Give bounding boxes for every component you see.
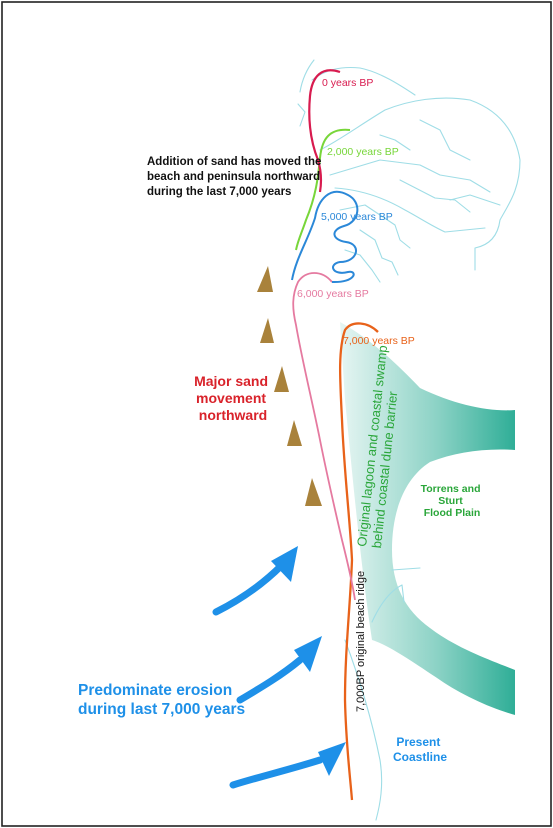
coastline-outline (297, 59, 521, 821)
erosion-arrow-icon (229, 742, 346, 789)
label-0bp: 0 years BP (322, 77, 373, 89)
sand-mound-icon (287, 420, 302, 446)
shoreline-7000bp (338, 322, 379, 801)
sand-addition-line: during the last 7,000 years (147, 186, 291, 198)
sand-addition-line: beach and peninsula northward (147, 171, 320, 183)
erosion-arrow-icon (212, 546, 298, 616)
shoreline-6000bp (292, 272, 356, 601)
floodplain-line: Sturt (438, 495, 463, 507)
sand-addition-note: Addition of sand has moved the beach and… (147, 156, 325, 198)
erosion-line: Predominate erosion (78, 682, 232, 699)
floodplain-line: Torrens and (421, 483, 481, 495)
major-sand-line: Major sand (194, 373, 268, 389)
sand-mound-icon (257, 266, 273, 292)
shoreline-2000bp (295, 128, 351, 251)
major-sand-line: movement (196, 390, 266, 406)
major-sand-line: northward (199, 407, 267, 423)
erosion-note: Predominate erosion during last 7,000 ye… (78, 682, 245, 718)
label-7000bp: 7,000 years BP (343, 335, 415, 347)
present-coastline-line: Coastline (393, 750, 447, 764)
flood-plain-area (340, 322, 515, 715)
sand-mound-icon (260, 318, 274, 343)
sand-addition-line: Addition of sand has moved the (147, 156, 321, 168)
present-coastline-line: Present (396, 735, 440, 749)
sand-mound-icon (305, 478, 322, 506)
floodplain-note: Torrens and Sturt Flood Plain (421, 483, 484, 519)
floodplain-line: Flood Plain (424, 507, 481, 519)
erosion-arrows (212, 546, 346, 789)
sand-mound-icon (274, 366, 289, 392)
beach-ridge-note: 7,000BP original beach ridge (355, 571, 367, 712)
label-5000bp: 5,000 years BP (321, 211, 393, 223)
sand-mounds (257, 266, 322, 506)
erosion-line: during last 7,000 years (78, 701, 245, 718)
shoreline-0bp (308, 69, 341, 193)
present-coastline-note: Present Coastline (393, 735, 447, 764)
label-6000bp: 6,000 years BP (297, 288, 369, 300)
erosion-arrow-icon (236, 636, 322, 704)
major-sand-note: Major sand movement northward (194, 373, 272, 423)
label-2000bp: 2,000 years BP (327, 146, 399, 158)
shoreline-5000bp (291, 190, 359, 284)
